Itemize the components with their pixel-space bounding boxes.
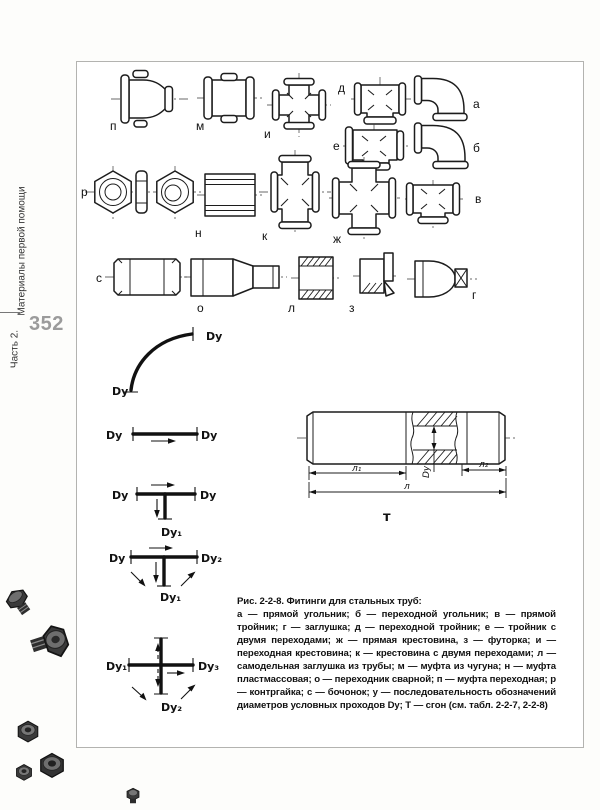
bolt-photo-bottom: [126, 787, 140, 804]
dy-label: Dy: [109, 552, 125, 565]
dy-label: Dy: [206, 330, 222, 343]
label-a: а: [473, 97, 480, 111]
fitting-drawing-pipe-plug-l: л: [288, 256, 341, 315]
dim-dy-label: Dy: [422, 465, 432, 478]
dim-l-label: л: [403, 482, 410, 492]
sidebar-section-title: Материалы первой помощи: [16, 186, 28, 316]
dy-label: Dy: [201, 429, 217, 442]
label-t: т: [383, 510, 391, 525]
fitting-drawing-two-step-cross-k: к: [259, 150, 331, 243]
dy-schematic-cross: Dy₁ Dy₃ Dy₂: [106, 637, 219, 714]
figure-caption: Рис. 2-2-8. Фитинги для стальных труб: а…: [237, 595, 556, 712]
label-r: р: [81, 185, 88, 199]
fitting-drawing-reducing-tee-d: д: [338, 77, 411, 125]
dy-schematic-reducing-tee: Dy Dy₂ Dy₁: [109, 545, 222, 604]
dim-l1-label: л₁: [351, 464, 362, 474]
dy-schematic-elbow: Dy Dy: [112, 327, 222, 398]
dy1-label: Dy₁: [160, 591, 181, 604]
label-v: в: [475, 192, 481, 206]
fitting-drawing-bushing-z: з: [349, 252, 399, 315]
label-m: м: [196, 119, 204, 133]
nut-photo-3: [40, 752, 64, 778]
fitting-drawing-cast-iron-coupling-m: м: [196, 72, 263, 133]
fitting-drawing-barrel-nipple-s: с: [96, 258, 189, 296]
label-n: н: [195, 226, 202, 240]
dy3-label: Dy₃: [198, 660, 219, 673]
label-b: б: [473, 141, 480, 155]
dy2-label: Dy₂: [201, 552, 222, 565]
fitting-drawing-straight-tee-v: в: [405, 180, 481, 230]
page-number: 352: [29, 313, 64, 335]
label-o: о: [197, 301, 204, 315]
dy-schematic-straight-run: Dy Dy: [106, 427, 217, 444]
fitting-drawing-plastic-coupling-n: н: [195, 173, 263, 240]
dy2-label: Dy₂: [161, 701, 182, 714]
label-d: д: [338, 81, 345, 95]
label-g: г: [472, 288, 477, 302]
fitting-drawing-straight-cross-zh: ж: [329, 157, 400, 246]
screw-photo-1: [5, 589, 31, 616]
dy-label: Dy: [112, 385, 128, 398]
dy-label: Dy: [200, 489, 216, 502]
figure-caption-title: Рис. 2-2-8. Фитинги для стальных труб:: [237, 596, 422, 607]
nut-photo-1: [17, 720, 39, 743]
label-l: л: [288, 301, 295, 315]
dy1-label: Dy₁: [106, 660, 127, 673]
dy1-label: Dy₁: [161, 526, 182, 539]
dy-schematic-tee: Dy Dy Dy₁: [112, 482, 216, 539]
label-k: к: [262, 229, 268, 243]
dim-l2-label: л₂: [478, 460, 489, 470]
label-p: п: [110, 119, 117, 133]
figure-caption-body: а — прямой угольник; б — переходной угол…: [237, 609, 556, 712]
figure-page: п м и: [76, 61, 584, 748]
fitting-drawing-locknut-r: р: [81, 166, 201, 219]
sidebar-part-title: Часть 2.: [9, 329, 21, 369]
fitting-drawing-cap-g: г: [407, 260, 477, 302]
fitting-drawing-reducing-elbow-b: б: [413, 122, 480, 170]
dy-label: Dy: [112, 489, 128, 502]
label-e: е: [333, 139, 340, 153]
fitting-drawing-welded-adapter-o: о: [184, 258, 287, 315]
sidebar-divider-rule: [0, 312, 20, 313]
sgon-drawing-t: Dy л₁ л₂ л т: [297, 411, 515, 525]
fitting-drawing-straight-elbow-a: а: [413, 75, 480, 122]
label-zh: ж: [333, 232, 341, 246]
nut-photo-2: [16, 764, 32, 781]
label-z: з: [349, 301, 355, 315]
fitting-drawing-reducing-cross-i: и: [264, 73, 331, 141]
screw-photo-2: [30, 625, 70, 658]
fitting-drawing-reducing-coupling-p: п: [110, 69, 189, 133]
dy-label: Dy: [106, 429, 122, 442]
figure-drawings: п м и: [81, 69, 515, 714]
label-i: и: [264, 127, 271, 141]
label-s: с: [96, 271, 102, 285]
